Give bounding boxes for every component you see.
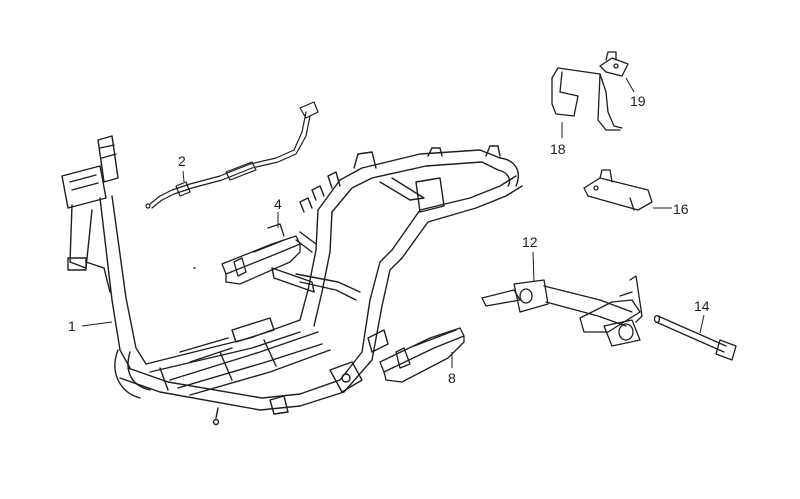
bracket-4-part bbox=[221, 223, 301, 285]
leader-12 bbox=[532, 251, 535, 283]
callout-label-8: 8 bbox=[448, 370, 456, 386]
callout-label-18: 18 bbox=[550, 141, 566, 157]
pivot-shaft-part bbox=[653, 314, 737, 361]
leader-19 bbox=[625, 77, 635, 93]
leader-14 bbox=[699, 314, 705, 334]
callout-label-4: 4 bbox=[274, 196, 282, 212]
callout-label-1: 1 bbox=[68, 318, 76, 334]
callout-label-2: 2 bbox=[178, 153, 186, 169]
callout-label-14: 14 bbox=[694, 298, 710, 314]
bracket-16-part bbox=[583, 169, 653, 211]
cable-part bbox=[145, 101, 319, 209]
main-stand-part bbox=[481, 275, 643, 347]
callout-label-19: 19 bbox=[630, 93, 646, 109]
battery-strap-part bbox=[551, 67, 623, 131]
callout-label-16: 16 bbox=[673, 201, 689, 217]
callout-label-12: 12 bbox=[522, 234, 538, 250]
clip-part bbox=[599, 51, 629, 77]
leader-1 bbox=[81, 321, 113, 327]
leader-2 bbox=[182, 170, 185, 183]
frame-part bbox=[61, 135, 523, 426]
footrest-8-part bbox=[379, 327, 465, 383]
